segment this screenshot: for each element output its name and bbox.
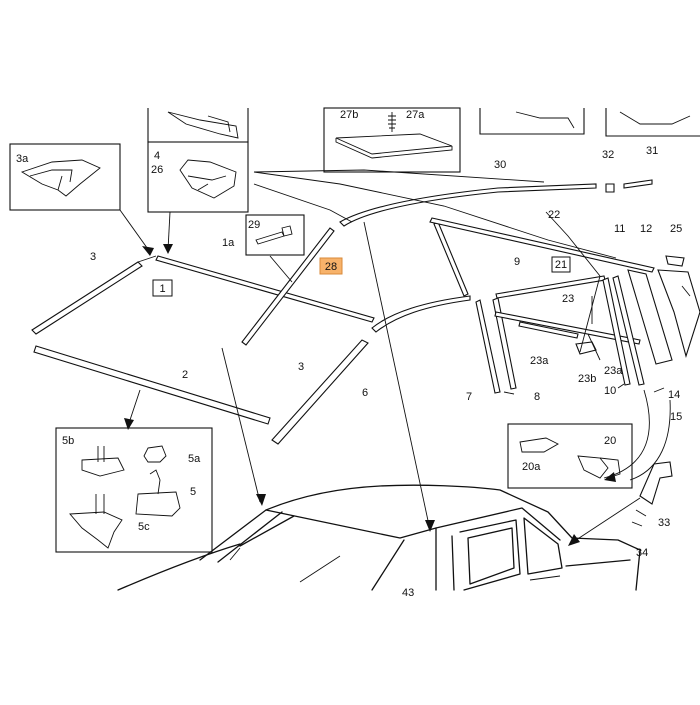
label-5b: 5b	[62, 435, 74, 447]
inset-box-27	[323, 107, 461, 173]
label-group: 1 1a 2 3 3 3a 4 26 5 5a 5b 5c 6 7 8 9 10…	[16, 109, 682, 599]
label-5: 5	[190, 486, 196, 498]
leader-lines	[119, 169, 691, 545]
label-27a: 27a	[406, 109, 425, 121]
label-10: 10	[604, 385, 616, 397]
roof-door-molding-set	[339, 179, 700, 527]
label-30: 30	[494, 159, 506, 171]
label-3-left: 3	[90, 251, 96, 263]
label-43: 43	[402, 587, 414, 599]
label-27b: 27b	[340, 109, 358, 121]
label-31: 31	[646, 145, 658, 157]
label-21: 21	[555, 259, 567, 271]
label-15: 15	[670, 411, 682, 423]
label-28[interactable]: 28	[325, 261, 337, 273]
label-22: 22	[548, 209, 560, 221]
label-29: 29	[248, 219, 260, 231]
inset-box-top-left	[147, 108, 249, 143]
label-5a: 5a	[188, 453, 201, 465]
label-3-mid: 3	[298, 361, 304, 373]
inset-box-4-26	[147, 141, 249, 213]
label-1: 1	[159, 283, 165, 295]
label-6: 6	[362, 387, 368, 399]
inset-box-3a	[9, 143, 121, 211]
inset-box-top-right	[605, 108, 700, 137]
arrow-heads	[124, 244, 616, 546]
label-21-box	[551, 256, 571, 273]
label-28-highlight[interactable]	[319, 257, 343, 275]
label-8: 8	[534, 391, 540, 403]
label-34: 34	[636, 547, 648, 559]
label-4: 4	[154, 150, 160, 162]
label-20: 20	[604, 435, 616, 447]
label-1a: 1a	[222, 237, 235, 249]
label-26: 26	[151, 164, 163, 176]
car-body	[117, 484, 641, 591]
label-23: 23	[562, 293, 574, 305]
label-25: 25	[670, 223, 682, 235]
label-9: 9	[514, 256, 520, 268]
label-11: 11	[614, 223, 625, 235]
inset-box-29	[245, 214, 305, 256]
label-33: 33	[658, 517, 670, 529]
label-1-box	[152, 279, 173, 297]
label-20a: 20a	[522, 461, 541, 473]
label-3a: 3a	[16, 153, 29, 165]
label-14: 14	[668, 389, 680, 401]
label-23a-left: 23a	[530, 355, 549, 367]
label-23a-right: 23a	[604, 365, 623, 377]
inset-box-top-mid-right	[479, 108, 585, 135]
inset-box-5	[55, 427, 213, 553]
label-7: 7	[466, 391, 472, 403]
label-2: 2	[182, 369, 188, 381]
windshield-molding-set	[31, 227, 375, 445]
label-32: 32	[602, 149, 614, 161]
label-12: 12	[640, 223, 652, 235]
label-23b: 23b	[578, 373, 596, 385]
label-5c: 5c	[138, 521, 150, 533]
